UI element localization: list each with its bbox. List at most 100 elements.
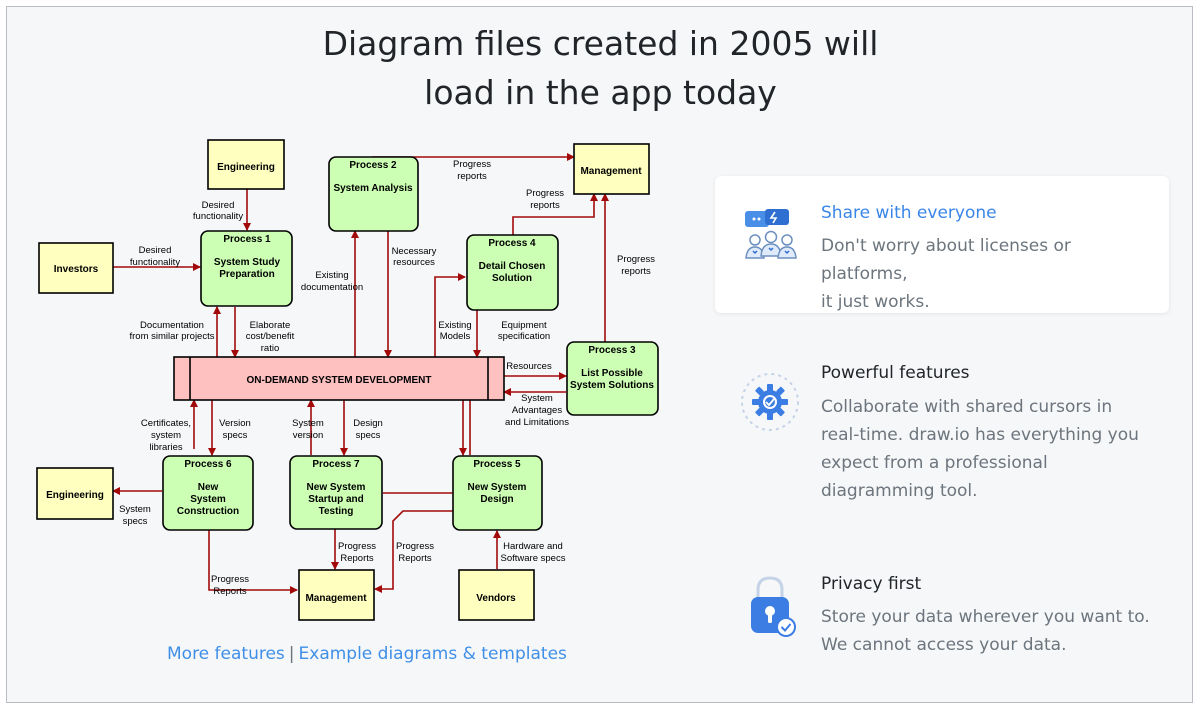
svg-text:resources: resources: [393, 257, 435, 268]
svg-text:Version: Version: [219, 418, 251, 429]
flow-label-desired-functionality-2: Desired functionality: [130, 245, 180, 268]
svg-text:Investors: Investors: [54, 264, 99, 275]
svg-text:system: system: [151, 430, 181, 441]
svg-text:Vendors: Vendors: [476, 593, 516, 604]
feature-desc-line: it just works.: [821, 292, 930, 312]
external-entity-engineering-left: Engineering: [36, 467, 114, 520]
flow-label-progress-reports-p3: Progress reports: [617, 254, 655, 277]
svg-text:System Study: System Study: [214, 257, 281, 268]
footer-links: More features|Example diagrams & templat…: [167, 644, 567, 664]
svg-text:Software specs: Software specs: [501, 553, 566, 564]
feature-desc-powerful: Collaborate with shared cursors in real-…: [821, 393, 1161, 505]
process-3: Process 3 List Possible System Solutions: [566, 341, 659, 416]
external-entity-management-bottom: Management: [298, 569, 375, 621]
svg-text:Models: Models: [440, 331, 471, 342]
svg-text:Process 1: Process 1: [223, 234, 271, 245]
svg-text:Preparation: Preparation: [219, 269, 275, 280]
more-features-link[interactable]: More features: [167, 644, 285, 664]
svg-text:ON-DEMAND SYSTEM DEVELOPMENT: ON-DEMAND SYSTEM DEVELOPMENT: [246, 375, 431, 386]
svg-text:List Possible: List Possible: [581, 368, 643, 379]
svg-text:Testing: Testing: [319, 506, 354, 517]
feature-powerful[interactable]: Powerful features Collaborate with share…: [715, 327, 1169, 507]
svg-text:Existing: Existing: [315, 270, 348, 281]
flow-label-existing-models: Existing Models: [438, 320, 471, 342]
svg-text:Process 4: Process 4: [488, 238, 536, 249]
flow-label-system-advantages: System Advantages and Limitations: [505, 393, 569, 428]
svg-text:Progress: Progress: [453, 159, 491, 170]
svg-text:Resources: Resources: [506, 361, 552, 372]
feature-card-share[interactable]: Share with everyone Don't worry about li…: [715, 176, 1169, 313]
svg-text:Existing: Existing: [438, 320, 471, 331]
feature-desc-line: We cannot access your data.: [821, 635, 1067, 655]
flow-label-certificates: Certificates, system libraries: [141, 418, 191, 453]
dataflow-diagram: Engineering Investors Management Enginee…: [36, 139, 659, 621]
svg-text:Management: Management: [580, 166, 642, 177]
svg-text:New System: New System: [468, 482, 527, 493]
flow-label-progress-reports-p6: Progress Reports: [211, 574, 249, 597]
svg-text:Documentation: Documentation: [140, 320, 204, 331]
svg-text:specs: specs: [123, 516, 148, 527]
svg-text:System: System: [521, 393, 553, 404]
svg-text:from similar projects: from similar projects: [130, 331, 215, 342]
svg-text:Startup and: Startup and: [308, 494, 364, 505]
feature-privacy[interactable]: Privacy first Store your data wherever y…: [715, 547, 1169, 667]
svg-text:New: New: [198, 482, 219, 493]
svg-text:Progress: Progress: [396, 541, 434, 552]
svg-text:Design: Design: [480, 494, 513, 505]
external-entity-engineering-top: Engineering: [207, 139, 285, 190]
flow-label-elaborate-cost: Elaborate cost/benefit ratio: [246, 320, 295, 354]
external-entity-vendors: Vendors: [458, 569, 535, 621]
svg-text:functionality: functionality: [130, 257, 180, 268]
flow-label-equipment-specification: Equipment specification: [498, 320, 550, 342]
svg-text:Equipment: Equipment: [501, 320, 547, 331]
svg-text:specification: specification: [498, 331, 550, 342]
feature-title-share: Share with everyone: [821, 203, 997, 223]
svg-text:ratio: ratio: [261, 343, 279, 354]
svg-text:System Analysis: System Analysis: [333, 183, 413, 194]
svg-text:System: System: [292, 418, 324, 429]
feature-desc-privacy: Store your data wherever you want to. We…: [821, 603, 1161, 659]
flow-label-existing-documentation: Existing documentation: [301, 270, 363, 293]
flow-arrows: [112, 153, 609, 594]
flow-label-documentation-similar: Documentation from similar projects: [130, 320, 215, 342]
svg-text:Reports: Reports: [340, 553, 374, 564]
process-6: Process 6 New System Construction: [162, 455, 254, 531]
external-entity-management-top: Management: [573, 143, 650, 195]
link-separator: |: [288, 644, 295, 664]
feature-desc-line: expect from a professional: [821, 453, 1048, 473]
svg-text:reports: reports: [621, 266, 651, 277]
example-diagrams-link[interactable]: Example diagrams & templates: [298, 644, 567, 664]
svg-text:Advantages: Advantages: [512, 405, 562, 416]
flow-label-progress-reports-p7: Progress Reports: [338, 541, 376, 564]
feature-title-privacy: Privacy first: [821, 574, 922, 594]
flow-label-progress-reports-p2: Progress reports: [453, 159, 491, 182]
svg-text:Desired: Desired: [202, 200, 235, 211]
flow-label-resources: Resources: [506, 361, 552, 372]
flow-labels: Desired functionality Desired functional…: [119, 159, 655, 597]
padlock-icon: [751, 576, 796, 637]
flow-label-desired-functionality-1: Desired functionality: [193, 200, 243, 222]
svg-text:Hardware and: Hardware and: [503, 541, 563, 552]
process-1: Process 1 System Study Preparation: [200, 230, 293, 307]
svg-text:Detail Chosen: Detail Chosen: [479, 261, 546, 272]
svg-text:Engineering: Engineering: [46, 490, 104, 501]
feature-desc-line: real-time. draw.io has everything you: [821, 425, 1139, 445]
svg-text:version: version: [293, 430, 324, 441]
svg-text:and Limitations: and Limitations: [505, 417, 569, 428]
flow-label-progress-reports-p5: Progress Reports: [396, 541, 434, 564]
feature-title-powerful: Powerful features: [821, 363, 970, 383]
share-people-icon: [745, 209, 797, 259]
svg-text:Process 5: Process 5: [473, 459, 521, 470]
svg-text:Reports: Reports: [213, 586, 247, 597]
content-frame: Diagram files created in 2005 will load …: [6, 6, 1193, 703]
feature-desc-line: Collaborate with shared cursors in: [821, 397, 1113, 417]
svg-text:System: System: [119, 504, 151, 515]
flow-label-system-version: System version: [292, 418, 324, 441]
svg-text:System: System: [190, 494, 226, 505]
svg-text:reports: reports: [457, 171, 487, 182]
svg-text:Progress: Progress: [211, 574, 249, 585]
svg-text:Progress: Progress: [617, 254, 655, 265]
external-entity-investors: Investors: [38, 242, 114, 294]
svg-text:Process 7: Process 7: [312, 459, 360, 470]
svg-text:Process 6: Process 6: [184, 459, 232, 470]
